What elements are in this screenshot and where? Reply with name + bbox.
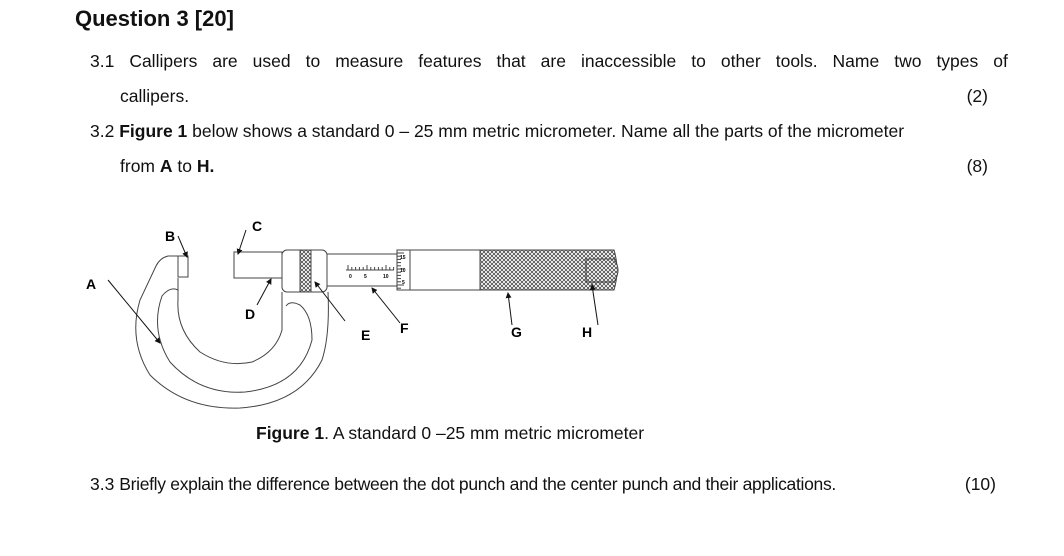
- q33-marks: (10): [964, 474, 996, 494]
- thimble-tick-5: 5: [402, 280, 405, 286]
- q31-w4: measure: [335, 51, 404, 71]
- scale-tick-5: 5: [364, 274, 367, 280]
- q31-w6: that: [496, 51, 526, 71]
- q31-w14: types: [936, 51, 979, 71]
- label-e: E: [361, 327, 370, 343]
- caption-text: . A standard 0 –25 mm metric micrometer: [324, 423, 645, 443]
- q32-text1: below shows a standard 0 – 25 mm metric …: [187, 121, 905, 141]
- ratchet: [585, 258, 619, 283]
- q32-number: 3.2: [90, 121, 115, 141]
- thimble-tick-15: 15: [400, 255, 406, 261]
- sleeve-ticks: [347, 265, 395, 270]
- q31-w3: to: [305, 51, 321, 71]
- q31-w11: tools.: [775, 51, 818, 71]
- q31-w12: Name: [832, 51, 880, 71]
- question-title: Question 3 [20]: [75, 6, 234, 31]
- caption-label: Figure 1: [256, 423, 325, 443]
- q31-w10: other: [720, 51, 761, 71]
- figure-caption: Figure 1. A standard 0 –25 mm metric mic…: [256, 423, 644, 444]
- label-h: H: [582, 324, 592, 340]
- q32-text2b: to: [172, 156, 197, 176]
- thimble-ticks: [397, 252, 404, 289]
- q31-w7: are: [540, 51, 566, 71]
- q31-marks: (2): [966, 86, 988, 106]
- scale-tick-10: 10: [383, 274, 389, 280]
- q32-a: A: [159, 156, 173, 176]
- label-g: G: [511, 324, 522, 340]
- q31-w8: inaccessible: [580, 51, 677, 71]
- frame-outer: [135, 255, 329, 409]
- anvil: [177, 255, 189, 278]
- frame-inner1: [157, 288, 313, 393]
- q31-w5: features: [418, 51, 482, 71]
- q32-h: H.: [196, 156, 215, 176]
- scale-tick-0: 0: [349, 274, 352, 280]
- label-c: C: [252, 218, 262, 234]
- q32-figure-ref: Figure 1: [119, 121, 188, 141]
- q32-text2a: from: [120, 156, 160, 176]
- frame-inner2: [177, 278, 283, 365]
- label-b: B: [165, 228, 175, 244]
- q31-line1: 3.1 Callipers are used to measure featur…: [90, 51, 1008, 72]
- q33-number: 3.3: [90, 474, 115, 494]
- leader-arrows: [107, 229, 599, 344]
- q31-line2: callipers. (2): [120, 86, 988, 107]
- q31-w0: Callipers: [129, 51, 198, 71]
- q31-number: 3.1: [90, 51, 115, 71]
- q31-text: callipers.: [120, 86, 190, 106]
- thimble: [409, 249, 481, 291]
- label-a: A: [86, 276, 96, 292]
- label-f: F: [400, 320, 409, 336]
- q31-w13: two: [894, 51, 922, 71]
- q31-w9: to: [691, 51, 706, 71]
- micrometer-drawing: [135, 249, 619, 409]
- q33-line: 3.3 Briefly explain the difference betwe…: [90, 474, 996, 495]
- q31-w1: are: [212, 51, 238, 71]
- q33-text: Briefly explain the difference between t…: [119, 474, 836, 494]
- q31-w2: used: [252, 51, 291, 71]
- spindle: [233, 251, 283, 279]
- q32-line1: 3.2 Figure 1 below shows a standard 0 – …: [90, 121, 904, 142]
- q31-w15: of: [993, 51, 1008, 71]
- thimble-tick-10: 10: [400, 268, 406, 274]
- q32-marks: (8): [966, 156, 988, 176]
- lock-nut: [299, 249, 312, 293]
- label-d: D: [245, 306, 255, 322]
- q32-line2: from A to H. (8): [120, 156, 988, 177]
